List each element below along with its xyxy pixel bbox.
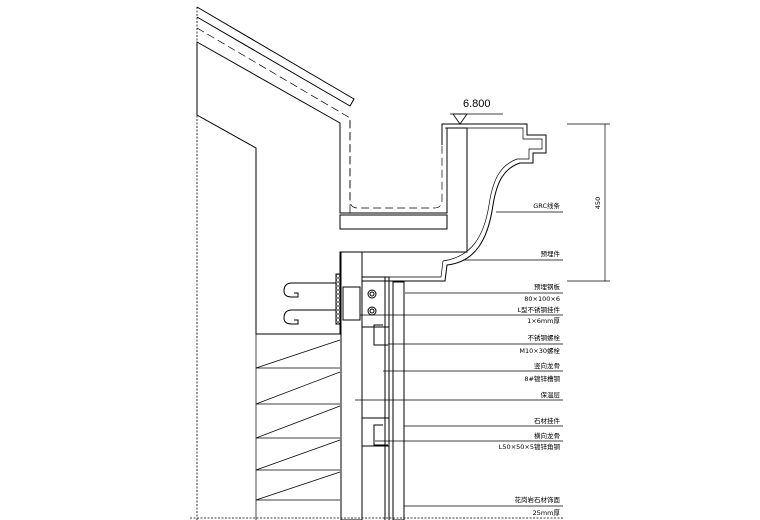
label-granite-thickness: 25mm厚 bbox=[533, 509, 561, 517]
concrete-structure bbox=[196, 41, 468, 335]
brick-wall bbox=[255, 334, 341, 520]
anchor-bars bbox=[283, 273, 341, 325]
elevation-mark: 6.800 bbox=[450, 98, 503, 125]
embedded-plate bbox=[342, 286, 361, 321]
dimension-label: 450 bbox=[594, 197, 602, 209]
grc-cornice bbox=[361, 123, 547, 282]
label-stone-hanger: 石材挂件 bbox=[534, 416, 561, 425]
label-grc: GRC线条 bbox=[533, 201, 560, 210]
label-bolt-size: M10×30螺栓 bbox=[519, 346, 560, 355]
gutter-insulation bbox=[339, 214, 448, 230]
label-embedded-plate: 预埋钢板 bbox=[534, 282, 561, 291]
leader-lines bbox=[355, 211, 563, 507]
steel-keel bbox=[361, 276, 390, 520]
label-insulation: 保温层 bbox=[541, 390, 561, 399]
label-angle-steel: L50×50×5镀锌角钢 bbox=[499, 442, 561, 451]
waterproof-layer bbox=[349, 120, 443, 209]
bolt-icon bbox=[367, 289, 377, 299]
label-bracket-size: 1×6mm厚 bbox=[527, 317, 560, 325]
label-plate-size: 80×100×6 bbox=[524, 295, 560, 303]
stone-cladding bbox=[392, 281, 405, 520]
label-channel: 8#镀锌槽钢 bbox=[524, 374, 560, 383]
wall-insulation bbox=[340, 251, 363, 520]
label-horizontal-keel: 横向龙骨 bbox=[534, 431, 560, 440]
label-granite: 花岗岩石材饰面 bbox=[515, 495, 561, 504]
label-l-bracket: L型不锈钢挂件 bbox=[517, 305, 560, 314]
elevation-label: 6.800 bbox=[463, 98, 491, 110]
callout-labels: GRC线条 预埋件 预埋钢板 80×100×6 L型不锈钢挂件 1×6mm厚 不… bbox=[499, 201, 561, 517]
label-embedded-part: 预埋件 bbox=[541, 249, 561, 258]
dimension bbox=[567, 123, 610, 282]
roof-slab bbox=[196, 6, 355, 215]
label-vertical-keel: 竖向龙骨 bbox=[534, 361, 560, 370]
label-bolt: 不锈钢螺栓 bbox=[528, 333, 561, 342]
